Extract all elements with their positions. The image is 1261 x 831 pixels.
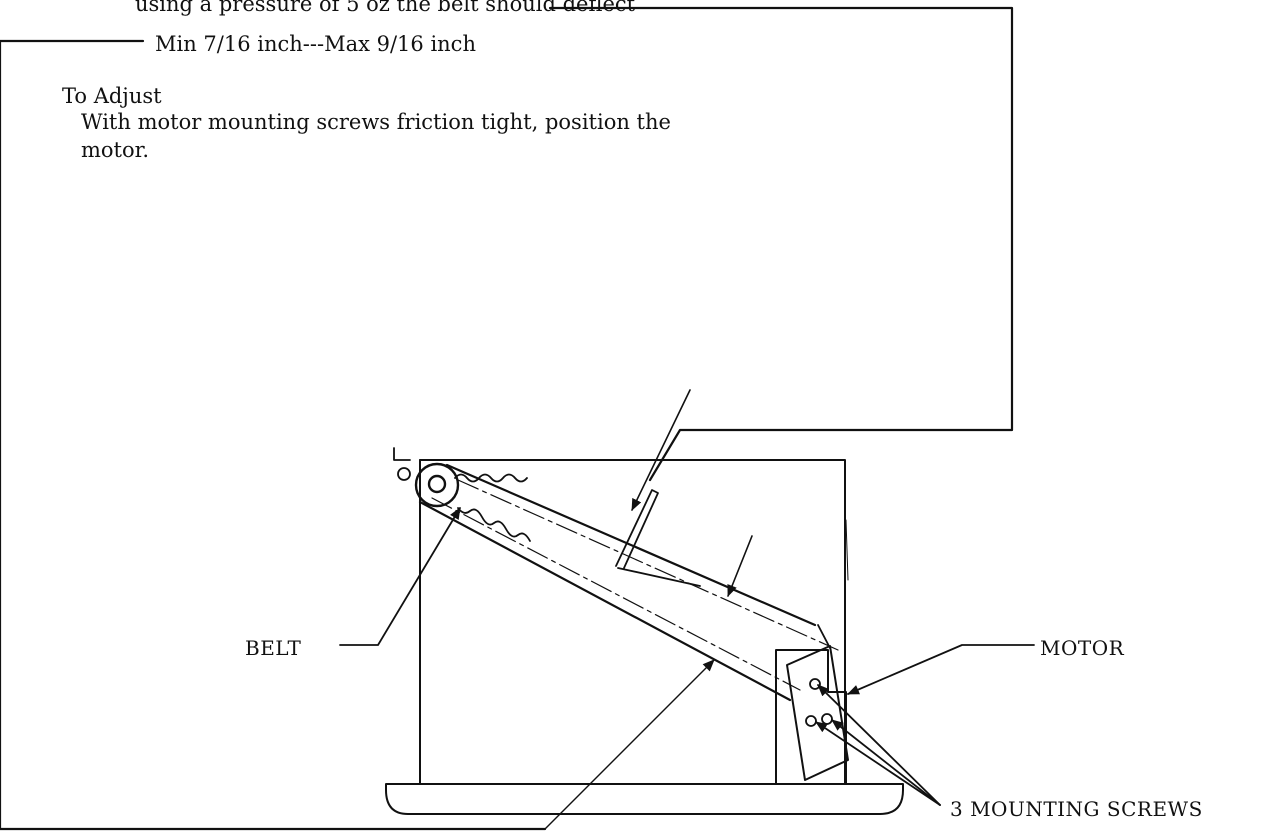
motor-leader bbox=[847, 644, 1035, 695]
belt-label: BELT bbox=[245, 636, 302, 660]
deflection-range-leader-left bbox=[0, 39, 715, 831]
deflection-text-leader-right bbox=[548, 6, 1014, 482]
mounting-screws-leaders bbox=[815, 684, 941, 806]
belt bbox=[418, 463, 839, 702]
motor-label: MOTOR bbox=[1040, 636, 1125, 660]
lower-deflection-arrow bbox=[727, 535, 753, 597]
deflection-range-text: Min 7/16 inch---Max 9/16 inch bbox=[155, 32, 476, 56]
adjust-instruction-line-2: motor. bbox=[81, 138, 150, 162]
adjust-heading: To Adjust bbox=[62, 84, 162, 108]
tension-gauge-rod bbox=[615, 489, 701, 587]
motor-assembly bbox=[775, 624, 849, 785]
deflection-pressure-text: using a pressure of 5 oz the belt should… bbox=[135, 0, 636, 16]
base-plate bbox=[385, 783, 904, 815]
housing-frame bbox=[419, 459, 849, 785]
adjust-instruction-line-1: With motor mounting screws friction tigh… bbox=[81, 110, 671, 134]
mounting-screws-label: 3 MOUNTING SCREWS bbox=[950, 797, 1203, 821]
upper-deflection-arrow bbox=[631, 389, 691, 511]
pulley-bracket bbox=[393, 447, 411, 481]
belt-leader bbox=[339, 507, 461, 646]
upper-pulley bbox=[414, 462, 460, 508]
